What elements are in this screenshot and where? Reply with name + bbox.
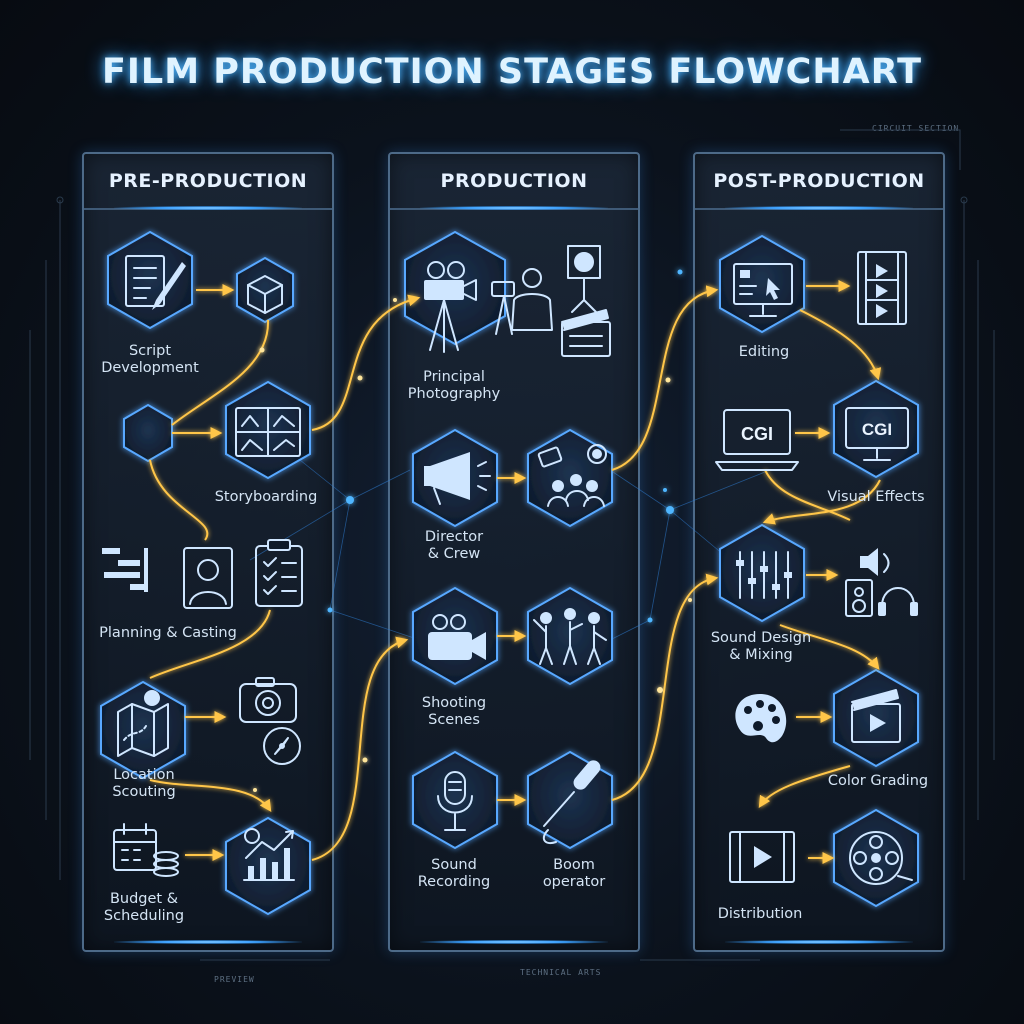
footer-glow — [725, 940, 913, 944]
label-boom-operator: Boom operator — [542, 857, 606, 890]
circuit-section-tag: CIRCUIT SECTION — [872, 124, 960, 133]
sparkles — [253, 298, 692, 792]
label-visual-effects: Visual Effects — [827, 489, 925, 505]
camera-operator-icon — [491, 268, 553, 335]
mixer-sliders-icon — [736, 551, 792, 599]
growth-chart-icon — [243, 828, 295, 881]
spotlight-icon — [567, 245, 601, 313]
script-pencil-icon — [125, 255, 186, 310]
cgi-laptop-text: CGI — [741, 424, 773, 444]
label-director-crew: Director & Crew — [424, 529, 484, 562]
label-distribution: Distribution — [717, 906, 803, 922]
crew-spotlight-icon — [537, 444, 607, 507]
megaphone-icon — [424, 452, 491, 505]
map-pin-icon — [117, 690, 169, 757]
label-storyboarding: Storyboarding — [214, 489, 318, 505]
hex-script — [107, 230, 193, 330]
label-sound-recording: Sound Recording — [417, 857, 491, 890]
circuit-traces — [29, 129, 995, 961]
cube-icon — [247, 275, 283, 314]
panel-title: PRODUCTION — [440, 170, 588, 192]
gantt-chart-icon — [102, 548, 148, 592]
film-strip-icon — [857, 251, 907, 325]
microphone-icon — [437, 771, 473, 831]
label-planning-casting: Planning & Casting — [99, 625, 237, 641]
hex-small — [123, 403, 173, 463]
label-principal-photography: Principal Photography — [407, 369, 501, 402]
label-editing: Editing — [738, 344, 790, 360]
clapper-play-icon — [851, 689, 901, 743]
boom-mic-icon — [542, 760, 601, 844]
storyboard-icon — [235, 407, 301, 457]
label-location-scouting: Location Scouting — [112, 767, 176, 800]
film-reel-icon — [849, 831, 913, 885]
editing-monitor-icon — [733, 263, 793, 317]
flow-paths — [149, 280, 882, 864]
footer-glow — [114, 940, 302, 944]
clapperboard-icon — [561, 309, 611, 357]
film-play-icon — [729, 831, 795, 883]
camera-icon — [239, 677, 297, 723]
speaker-headphones-icon — [845, 548, 918, 617]
film-camera-icon — [424, 261, 477, 353]
hex-vfx — [833, 379, 919, 479]
hex-nodes — [100, 230, 919, 916]
header-glow — [114, 206, 302, 210]
header-glow — [420, 206, 608, 210]
network-lines — [249, 439, 771, 651]
actor-portrait-icon — [183, 547, 233, 609]
label-shooting-scenes: Shooting Scenes — [421, 695, 487, 728]
page-title: FILM PRODUCTION STAGES FLOWCHART — [101, 52, 922, 92]
panel-title: POST-PRODUCTION — [713, 170, 925, 192]
footer-glow — [420, 940, 608, 944]
cgi-monitor-icon — [845, 407, 909, 461]
panel-title: PRE-PRODUCTION — [108, 170, 308, 192]
video-camera-icon — [428, 614, 486, 660]
header-glow — [725, 206, 913, 210]
label-budget-scheduling: Budget & Scheduling — [103, 891, 185, 924]
hex-budget — [225, 816, 311, 916]
compass-icon — [263, 727, 301, 765]
color-palette-icon — [735, 694, 787, 743]
clipboard-checklist-icon — [255, 539, 303, 607]
network-nodes — [327, 269, 683, 623]
preview-tag: PREVIEW — [214, 975, 255, 984]
hex-sound — [412, 750, 498, 850]
technical-arts-tag: TECHNICAL ARTS — [520, 968, 602, 977]
cgi-monitor-text: CGI — [862, 420, 892, 439]
actors-icon — [533, 608, 607, 665]
calendar-coins-icon — [113, 823, 179, 877]
hex-editing — [719, 234, 805, 334]
cgi-laptop-icon — [715, 409, 799, 471]
label-sound-design: Sound Design & Mixing — [710, 630, 812, 663]
label-script-development: Script Development — [101, 343, 199, 376]
label-color-grading: Color Grading — [827, 773, 929, 789]
